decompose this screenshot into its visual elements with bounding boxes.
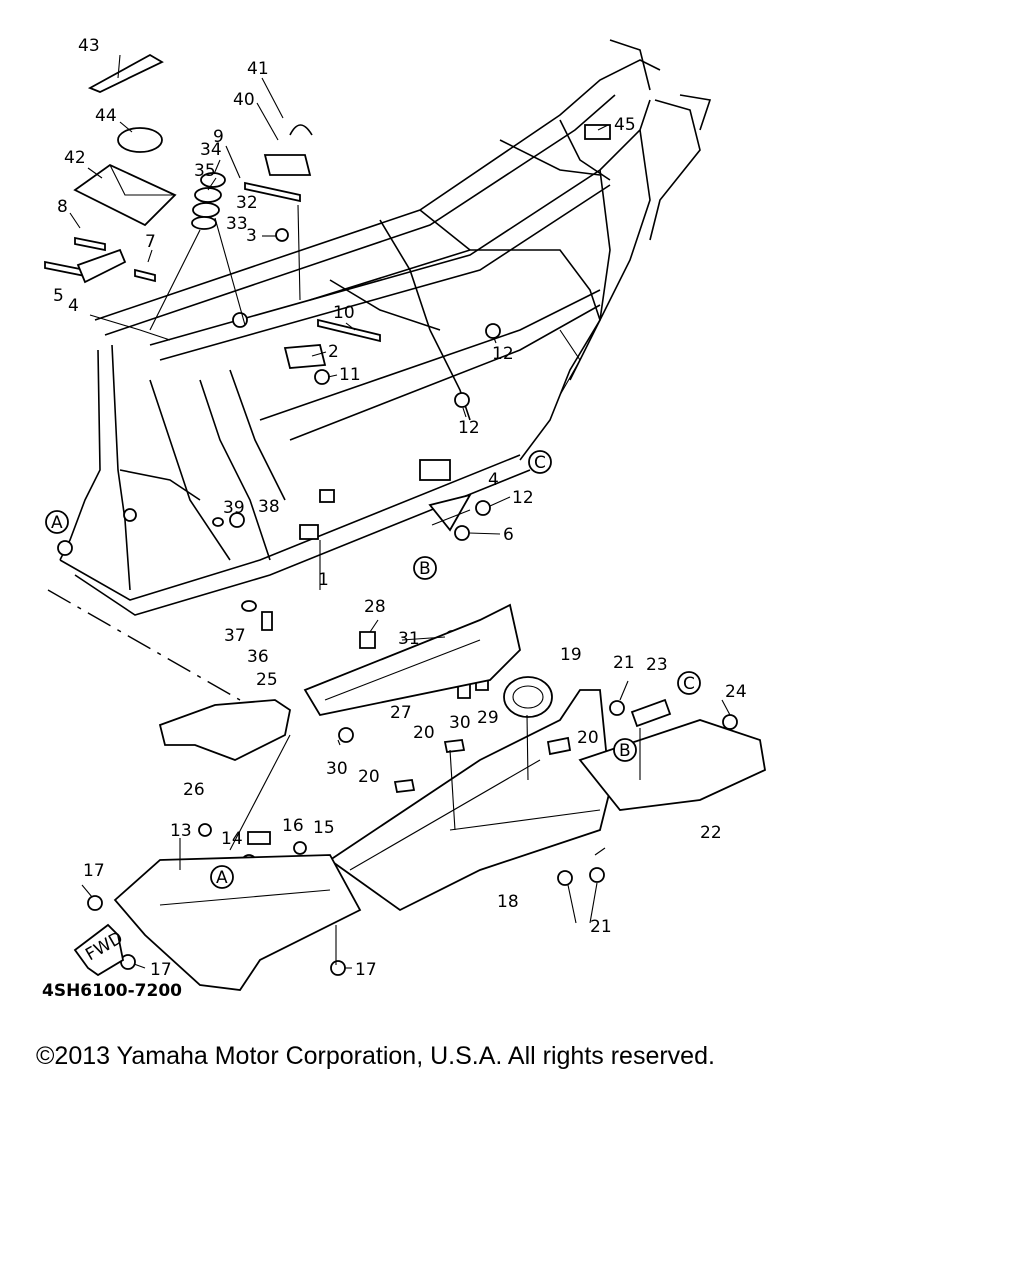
callout-42: 42: [64, 148, 86, 168]
callout-39: 39: [223, 498, 245, 518]
ref-marker-a-frame: [45, 510, 69, 534]
part-20-pad-a: [443, 739, 466, 753]
exploded-parts-diagram: FWD A B C A B C 1 2 3 4 4 5 6 7 8 9 10 1…: [42, 36, 767, 1000]
callout-34: 34: [200, 140, 222, 160]
catalog-code: 4SH6100-7200: [42, 981, 182, 1000]
ref-marker-b-frame: [413, 556, 437, 580]
callout-21b: 21: [590, 917, 612, 937]
callout-24: 24: [725, 682, 747, 702]
part-25-cover: [158, 699, 292, 761]
ref-marker-b-plate: [613, 738, 637, 762]
ref-marker-a-plate-label: A: [216, 868, 228, 888]
callout-labels: 1 2 3 4 4 5 6 7 8 9 10 11 12 12 12 13 14…: [53, 36, 747, 980]
part-13-skid-plate: [113, 854, 362, 991]
callout-45: 45: [614, 115, 636, 135]
callout-5: 5: [53, 286, 64, 306]
callout-12b: 12: [458, 418, 480, 438]
callout-20b: 20: [577, 728, 599, 748]
callout-17b: 17: [150, 960, 172, 980]
callout-30a: 30: [449, 713, 471, 733]
ref-marker-c-plate: [677, 671, 701, 695]
part-27-guard: [303, 603, 521, 717]
callout-2: 2: [328, 342, 339, 362]
part-43-strip: [87, 53, 164, 93]
callout-12c: 12: [512, 488, 534, 508]
ref-marker-a-plate: [210, 865, 234, 889]
part-23-pad: [630, 698, 672, 728]
callout-17a: 17: [83, 861, 105, 881]
callout-33: 33: [226, 214, 248, 234]
callout-30b: 30: [326, 759, 348, 779]
callout-36: 36: [247, 647, 269, 667]
ref-marker-b-frame-label: B: [419, 559, 431, 579]
callout-21a: 21: [613, 653, 635, 673]
callout-9: 9: [213, 127, 224, 147]
callout-15: 15: [313, 818, 335, 838]
callout-20a: 20: [413, 723, 435, 743]
callout-25: 25: [256, 670, 278, 690]
callout-43: 43: [78, 36, 100, 56]
callout-3: 3: [246, 226, 257, 246]
copyright-notice: ©2013 Yamaha Motor Corporation, U.S.A. A…: [36, 1042, 715, 1070]
callout-29: 29: [477, 708, 499, 728]
callout-28: 28: [364, 597, 386, 617]
callout-6: 6: [503, 525, 514, 545]
ref-marker-c-frame-label: C: [534, 453, 546, 473]
callout-leaders: [69, 54, 731, 969]
callout-7: 7: [145, 232, 156, 252]
part-19-seal: [503, 676, 553, 718]
callout-17c: 17: [355, 960, 377, 980]
frame-assembly: [57, 39, 712, 616]
callout-26: 26: [183, 780, 205, 800]
callout-23: 23: [646, 655, 668, 675]
callout-13: 13: [170, 821, 192, 841]
ref-marker-c-plate-label: C: [683, 674, 695, 694]
callout-22: 22: [700, 823, 722, 843]
part-20-pad-b: [546, 736, 572, 756]
callout-12a: 12: [492, 344, 514, 364]
callout-27: 27: [390, 703, 412, 723]
callout-4a: 4: [68, 296, 79, 316]
part-20-pad-c: [393, 779, 416, 793]
ref-marker-b-plate-label: B: [619, 741, 631, 761]
callout-4b: 4: [488, 470, 499, 490]
callout-8: 8: [57, 197, 68, 217]
callout-16: 16: [282, 816, 304, 836]
callout-41: 41: [247, 59, 269, 79]
callout-10: 10: [333, 303, 355, 323]
callout-44: 44: [95, 106, 117, 126]
callout-37: 37: [224, 626, 246, 646]
ref-marker-a-frame-label: A: [51, 513, 63, 533]
callout-20c: 20: [358, 767, 380, 787]
callout-1: 1: [318, 570, 329, 590]
callout-35: 35: [194, 161, 216, 181]
callout-18: 18: [497, 892, 519, 912]
callout-38: 38: [258, 497, 280, 517]
callout-14: 14: [221, 829, 243, 849]
part-44-pad: [117, 127, 163, 153]
callout-32: 32: [236, 193, 258, 213]
callout-11: 11: [339, 365, 361, 385]
ref-marker-c-frame: [528, 450, 552, 474]
part-22-skid-plate: [578, 719, 767, 811]
callout-40: 40: [233, 90, 255, 110]
fwd-arrow: [73, 923, 125, 977]
callout-19: 19: [560, 645, 582, 665]
